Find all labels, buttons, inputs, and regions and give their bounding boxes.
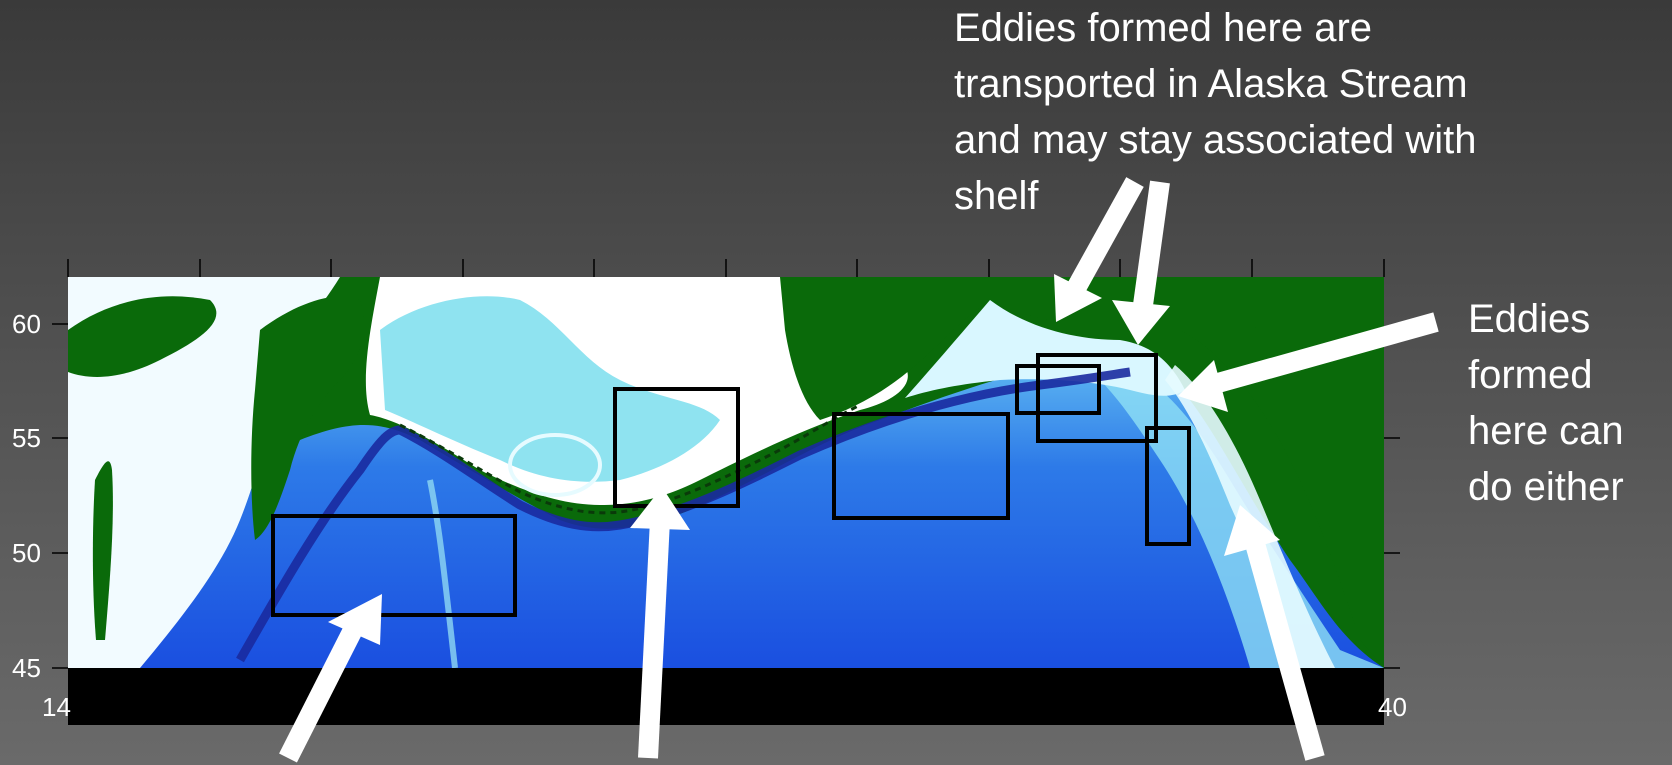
annotation-top-line: and may stay associated with — [954, 118, 1477, 162]
axis-ticks — [52, 259, 1400, 669]
annotation-right-line: do either — [1468, 465, 1624, 509]
arrow-eastern — [1224, 505, 1325, 761]
bering-basin — [380, 296, 720, 482]
x-tick-left: 14 — [42, 692, 71, 722]
y-tick-55: 55 — [12, 423, 41, 453]
annotation-top: Eddies formed here are transported in Al… — [954, 0, 1654, 224]
map-area — [68, 277, 1384, 668]
arrow-top-left — [1054, 177, 1144, 322]
bottom-bar — [68, 668, 1384, 725]
ocean-basin — [68, 359, 1384, 668]
annotation-top-line: shelf — [954, 174, 1039, 218]
y-tick-50: 50 — [12, 538, 41, 568]
alaska-peninsula — [780, 277, 1384, 420]
x-tick-right: 40 — [1378, 692, 1407, 722]
box-gulf-large — [1036, 353, 1158, 443]
annotation-right-line: here can — [1468, 409, 1624, 453]
y-tick-60: 60 — [12, 309, 41, 339]
emperor-seamounts — [427, 479, 458, 668]
arrows — [279, 177, 1439, 763]
arrow-right — [1178, 312, 1439, 412]
arrow-top-right — [1112, 180, 1170, 345]
annotation-top-line: Eddies formed here are — [954, 6, 1373, 50]
box-bering — [613, 387, 740, 508]
west-landmass — [68, 296, 217, 377]
aleutian-islands — [399, 403, 861, 515]
west-island — [92, 461, 113, 640]
bowers-ridge — [508, 433, 602, 497]
y-tick-45: 45 — [12, 653, 41, 683]
annotation-right-line: Eddies — [1468, 297, 1591, 341]
annotation-right: Eddies formed here can do either — [1468, 291, 1668, 515]
annotation-right-line: formed — [1468, 353, 1593, 397]
bc-coast — [1180, 330, 1384, 668]
arrow-western — [279, 594, 382, 763]
box-gulf-small — [1015, 364, 1101, 415]
box-western — [271, 514, 517, 617]
kamchatka-land — [251, 296, 364, 540]
annotation-top-line: transported in Alaska Stream — [954, 62, 1468, 106]
aleutian-trench — [236, 367, 1131, 663]
box-eastern — [1145, 426, 1191, 546]
box-central — [832, 412, 1010, 520]
arrow-bering — [630, 487, 690, 759]
